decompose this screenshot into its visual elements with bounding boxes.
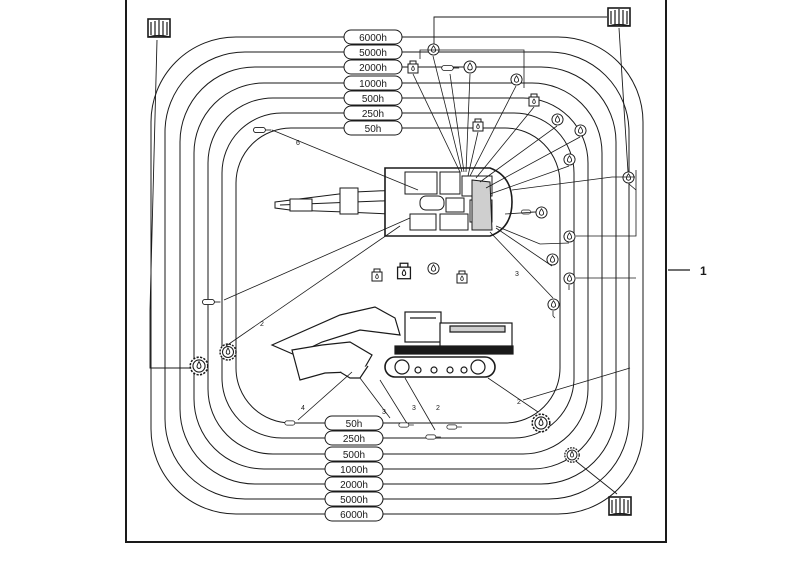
- leader-number: 3: [382, 409, 386, 416]
- interval-label: 2000h: [340, 480, 368, 491]
- leader-number: 4: [301, 405, 305, 412]
- interval-label: 5000h: [359, 48, 387, 59]
- interval-label: 1000h: [340, 465, 368, 476]
- lower-leader-lines: [223, 217, 631, 431]
- manual-book-icon: [147, 18, 171, 38]
- interval-label: 250h: [343, 434, 365, 445]
- bottom-interval-labels: 50h 250h 500h 1000h 2000h 5000h 6000h: [324, 415, 384, 522]
- top-interval-labels: 6000h 5000h 2000h 1000h 500h 250h 50h: [343, 29, 403, 136]
- excavator-top-view: [274, 167, 513, 237]
- manual-book-icon: [607, 7, 631, 27]
- manual-book-icon: [608, 496, 632, 516]
- leader-number: 2: [260, 321, 264, 328]
- gear-icon: [189, 356, 209, 376]
- interval-label: 5000h: [340, 495, 368, 506]
- oil-drop-icon: [622, 171, 635, 184]
- interval-label: 50h: [365, 124, 382, 135]
- gear-icon: [219, 343, 237, 361]
- oil-drop-icon: [535, 206, 548, 219]
- gear-icon: [531, 413, 551, 433]
- interval-label: 50h: [346, 419, 363, 430]
- oil-drop-icon: [427, 43, 440, 56]
- interval-label: 1000h: [359, 79, 387, 90]
- oil-drop-icon: [563, 230, 576, 243]
- leader-number: 2: [517, 399, 521, 406]
- interval-label: 2000h: [359, 63, 387, 74]
- leader-number: 3: [515, 271, 519, 278]
- callout-number: 1: [700, 264, 707, 278]
- book-leader-lines: [149, 16, 629, 495]
- oil-drop-icon: [547, 298, 560, 311]
- right-leader-lines: [489, 170, 637, 316]
- oil-drop-icon: [510, 73, 523, 86]
- oil-drop-icon: [463, 60, 477, 74]
- gear-icon: [564, 447, 580, 463]
- leader-numbers: 6 2 3 4 3 3 2 2: [260, 140, 521, 416]
- oil-drop-icon: [563, 153, 576, 166]
- interval-label: 6000h: [340, 510, 368, 521]
- interval-label: 500h: [343, 450, 365, 461]
- oil-drop-icon: [551, 113, 564, 126]
- leader-number: 6: [296, 140, 300, 147]
- oil-drop-icon: [563, 272, 576, 285]
- interval-label: 500h: [362, 94, 384, 105]
- top-leader-lines: [271, 49, 581, 195]
- leader-number: 2: [436, 405, 440, 412]
- oil-drop-icon: [574, 124, 587, 137]
- interval-label: 250h: [362, 109, 384, 120]
- oil-drop-icon: [427, 262, 440, 275]
- excavator-side-view: [270, 306, 514, 381]
- leader-number: 3: [412, 405, 416, 412]
- interval-label: 6000h: [359, 33, 387, 44]
